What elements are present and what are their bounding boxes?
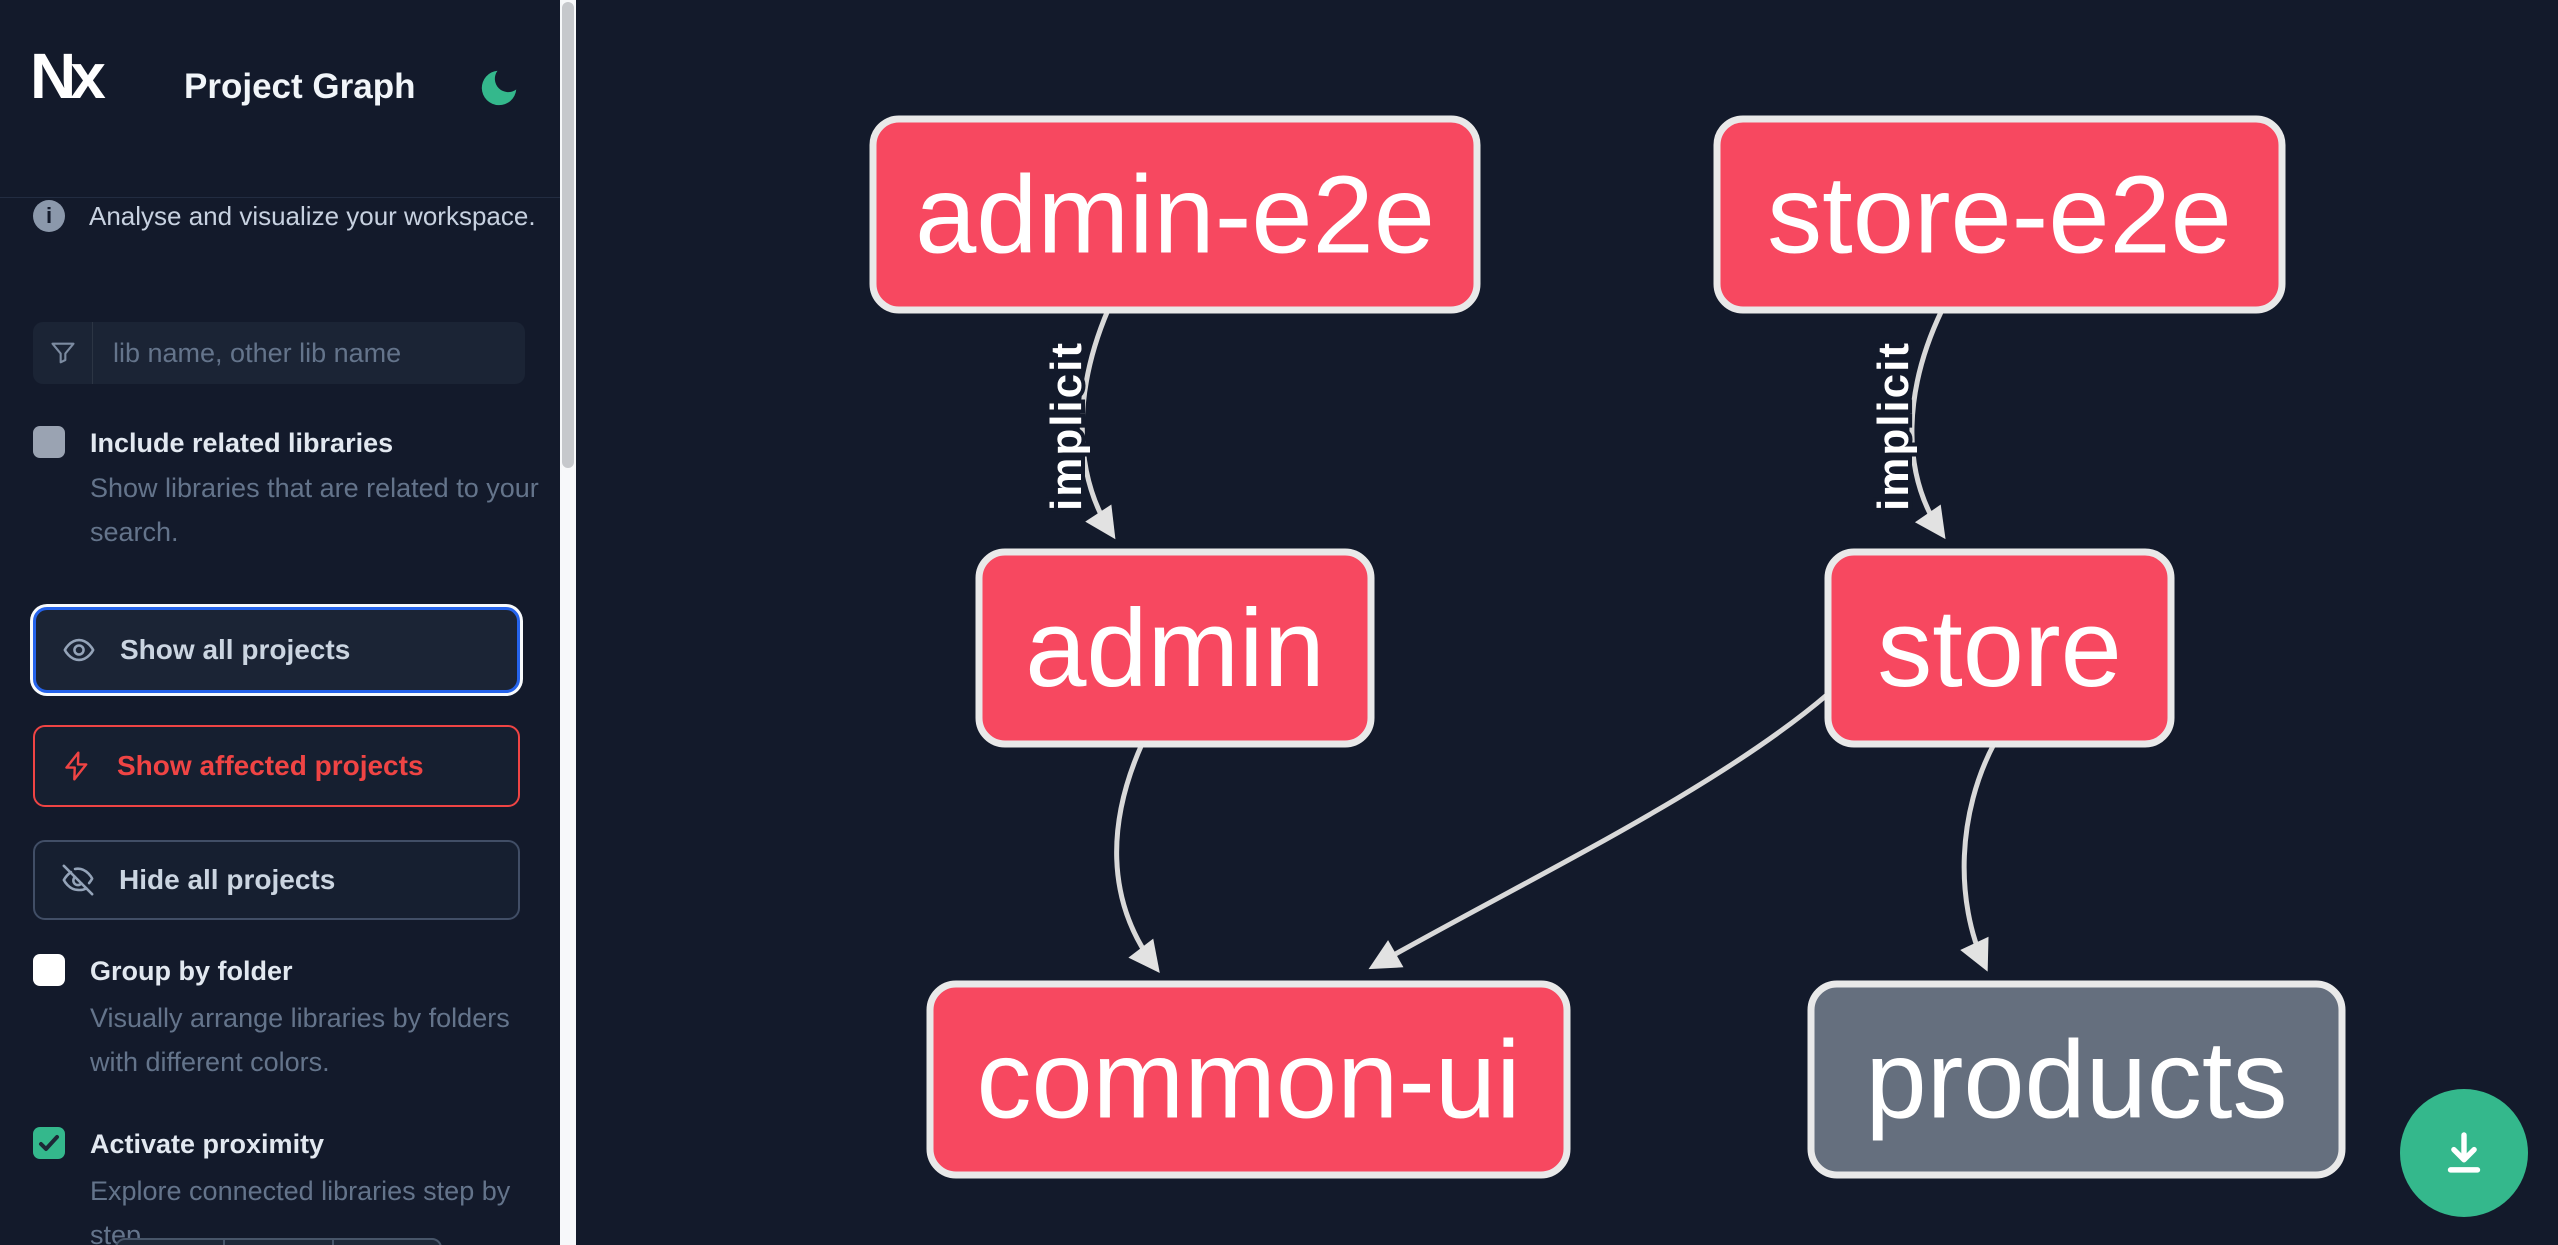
edge-store-e2e-to-store xyxy=(1909,307,1946,540)
node-label-store: store xyxy=(1877,587,2122,710)
stepper-value xyxy=(225,1240,334,1245)
search-input[interactable] xyxy=(93,322,525,384)
edge-admin-e2e-to-admin xyxy=(1079,307,1116,540)
show-affected-projects-label: Show affected projects xyxy=(117,750,424,781)
graph-canvas[interactable]: implicit implicit admin-e2e store-e2e admin s… xyxy=(576,0,2558,1245)
eye-off-icon xyxy=(61,863,95,897)
check-icon xyxy=(37,1131,61,1155)
project-graph-svg: implicit implicit admin-e2e store-e2e admin s… xyxy=(869,115,2346,1179)
node-box-admin[interactable] xyxy=(975,548,1375,748)
download-image-button[interactable] xyxy=(2400,1089,2528,1217)
activate-proximity-checkbox[interactable] xyxy=(33,1127,65,1159)
include-related-checkbox[interactable] xyxy=(33,426,65,458)
sidebar: Nx Project Graph i Analyse and visualize… xyxy=(0,0,560,1245)
info-icon: i xyxy=(33,200,65,232)
bolt-icon xyxy=(61,750,93,782)
edge-label-admin-e2e: implicit xyxy=(1042,341,1091,511)
download-icon xyxy=(2437,1126,2491,1180)
moon-icon xyxy=(476,70,522,114)
node-label-admin: admin xyxy=(1025,587,1325,710)
group-by-folder-description: Visually arrange libraries by folders wi… xyxy=(90,1003,510,1077)
include-related-description: Show libraries that are related to your … xyxy=(90,473,539,547)
tagline: Analyse and visualize your workspace. xyxy=(89,200,536,231)
graph-node-store[interactable]: store xyxy=(1824,548,2175,748)
hide-all-projects-label: Hide all projects xyxy=(119,864,336,895)
show-all-projects-label: Show all projects xyxy=(120,634,351,665)
node-box-admin-e2e[interactable] xyxy=(869,115,1481,314)
node-box-products[interactable] xyxy=(1807,980,2346,1179)
filter-icon xyxy=(33,322,93,384)
page-title: Project Graph xyxy=(184,67,416,106)
node-box-common-ui[interactable] xyxy=(926,980,1571,1179)
search-box xyxy=(33,322,525,384)
node-box-store-e2e[interactable] xyxy=(1713,115,2286,314)
node-label-admin-e2e: admin-e2e xyxy=(915,154,1435,277)
proximity-stepper[interactable] xyxy=(115,1238,442,1245)
group-by-folder-checkbox[interactable] xyxy=(33,954,65,986)
node-label-products: products xyxy=(1866,1019,2288,1142)
group-by-folder-label: Group by folder xyxy=(90,956,293,986)
node-label-common-ui: common-ui xyxy=(976,1019,1520,1142)
sidebar-scrollbar-thumb[interactable] xyxy=(562,2,574,468)
include-related-label: Include related libraries xyxy=(90,428,394,458)
show-all-projects-button[interactable]: Show all projects xyxy=(33,607,520,693)
header-divider xyxy=(0,197,560,198)
edge-label-store-e2e: implicit xyxy=(1869,341,1918,511)
node-label-store-e2e: store-e2e xyxy=(1767,154,2232,277)
show-affected-projects-button[interactable]: Show affected projects xyxy=(33,725,520,807)
stepper-decrement[interactable] xyxy=(117,1240,226,1245)
sidebar-scrollbar-track[interactable] xyxy=(560,0,576,1245)
edge-store-to-common-ui xyxy=(1368,691,1831,970)
graph-node-products[interactable]: products xyxy=(1807,980,2346,1179)
stepper-increment[interactable] xyxy=(334,1240,440,1245)
edge-admin-to-common-ui xyxy=(1114,741,1160,973)
activate-proximity-description: Explore connected libraries step by step… xyxy=(90,1176,511,1245)
nx-logo: Nx xyxy=(30,40,106,112)
dark-mode-toggle[interactable] xyxy=(474,64,524,114)
node-box-store[interactable] xyxy=(1824,548,2175,748)
graph-node-admin[interactable]: admin xyxy=(975,548,1375,748)
graph-node-admin-e2e[interactable]: admin-e2e xyxy=(869,115,1481,314)
activate-proximity-label: Activate proximity xyxy=(90,1129,325,1159)
graph-node-store-e2e[interactable]: store-e2e xyxy=(1713,115,2286,314)
eye-icon xyxy=(62,633,96,667)
graph-node-common-ui[interactable]: common-ui xyxy=(926,980,1571,1179)
edge-store-to-products xyxy=(1960,741,1997,972)
hide-all-projects-button[interactable]: Hide all projects xyxy=(33,840,520,920)
